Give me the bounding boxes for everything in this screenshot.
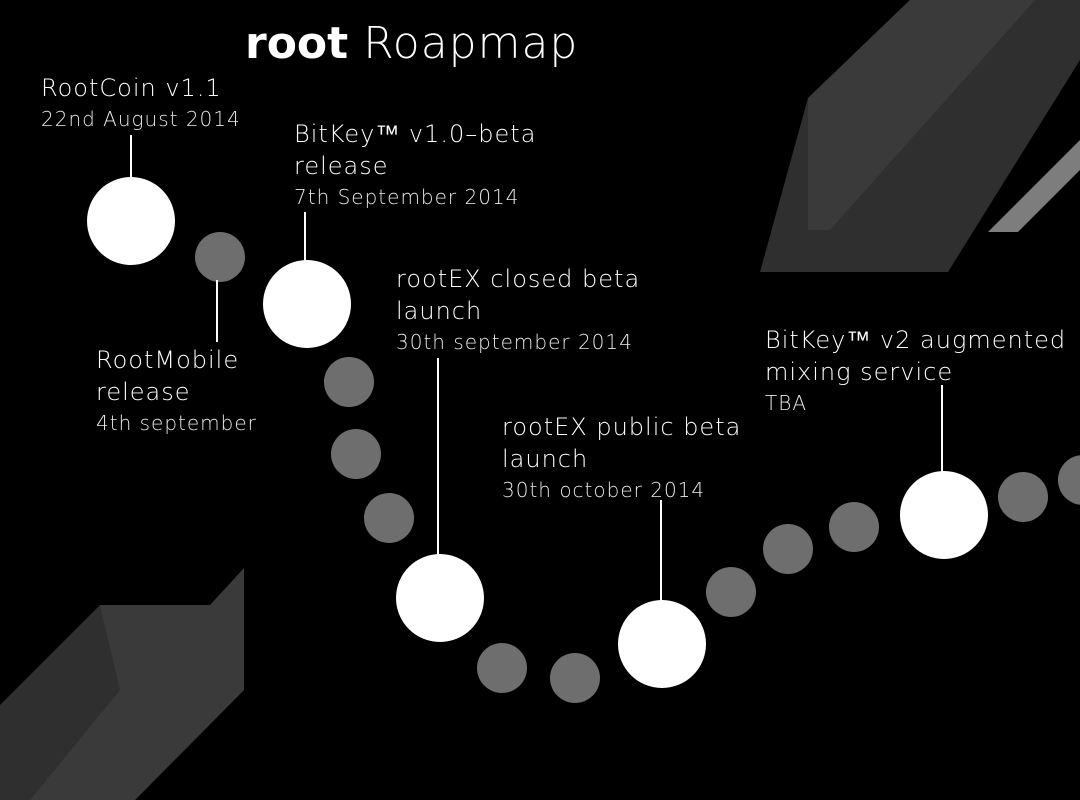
milestone-name: rootEX closed beta launch bbox=[396, 265, 641, 325]
brand-name: root bbox=[245, 18, 349, 69]
title-text: Roapmap bbox=[363, 18, 579, 69]
milestone-connector bbox=[130, 135, 132, 179]
milestone-name: RootMobile release bbox=[96, 346, 240, 406]
milestone-date: 30th october 2014 bbox=[502, 478, 706, 502]
milestone-node-bitkey-v1 bbox=[263, 260, 351, 348]
milestone-date: 7th September 2014 bbox=[294, 185, 520, 209]
path-dot bbox=[324, 357, 374, 407]
milestone-node-bitkey-v2 bbox=[900, 471, 988, 559]
path-dot bbox=[331, 429, 381, 479]
milestone-node-rootex-closed bbox=[396, 554, 484, 642]
decor-shape-bottom-left-mid bbox=[30, 568, 244, 800]
path-dot bbox=[477, 643, 527, 693]
milestone-label-rootex-public: rootEX public beta launch 30th october 2… bbox=[502, 411, 762, 505]
milestone-connector bbox=[437, 358, 439, 558]
milestone-label-rootex-closed: rootEX closed beta launch 30th september… bbox=[396, 263, 676, 357]
path-dot bbox=[763, 524, 813, 574]
path-dot bbox=[364, 493, 414, 543]
milestone-node-rootcoin bbox=[87, 177, 175, 265]
milestone-label-rootcoin: RootCoin v1.1 22nd August 2014 bbox=[41, 72, 281, 134]
milestone-name: BitKey™ v2 augmented mixing service bbox=[765, 326, 1067, 386]
milestone-name: RootCoin v1.1 bbox=[41, 74, 222, 102]
milestone-name: BitKey™ v1.0–beta release bbox=[294, 120, 537, 180]
path-dot bbox=[829, 502, 879, 552]
milestone-date: 4th september bbox=[96, 411, 257, 435]
path-dot bbox=[1058, 455, 1080, 505]
milestone-name: rootEX public beta launch bbox=[502, 413, 742, 473]
milestone-node-rootex-public bbox=[618, 600, 706, 688]
milestone-date: 30th september 2014 bbox=[396, 330, 633, 354]
milestone-connector bbox=[304, 212, 306, 262]
decor-shape-top-right-light bbox=[988, 140, 1080, 232]
milestone-label-bitkey-v2: BitKey™ v2 augmented mixing service TBA bbox=[765, 324, 1077, 418]
path-dot bbox=[998, 472, 1048, 522]
path-dot bbox=[550, 653, 600, 703]
path-dot bbox=[706, 567, 756, 617]
milestone-date: 22nd August 2014 bbox=[41, 107, 241, 131]
page-title: root Roapmap bbox=[245, 18, 578, 69]
milestone-label-bitkey-v1: BitKey™ v1.0–beta release 7th September … bbox=[294, 118, 544, 212]
milestone-label-rootmobile: RootMobile release 4th september bbox=[96, 344, 256, 438]
milestone-connector bbox=[941, 385, 943, 475]
decor-shape-top-right-mid bbox=[808, 0, 1035, 230]
path-dot bbox=[195, 232, 245, 282]
milestone-connector bbox=[216, 280, 218, 342]
milestone-connector bbox=[660, 500, 662, 602]
milestone-date: TBA bbox=[765, 391, 807, 415]
